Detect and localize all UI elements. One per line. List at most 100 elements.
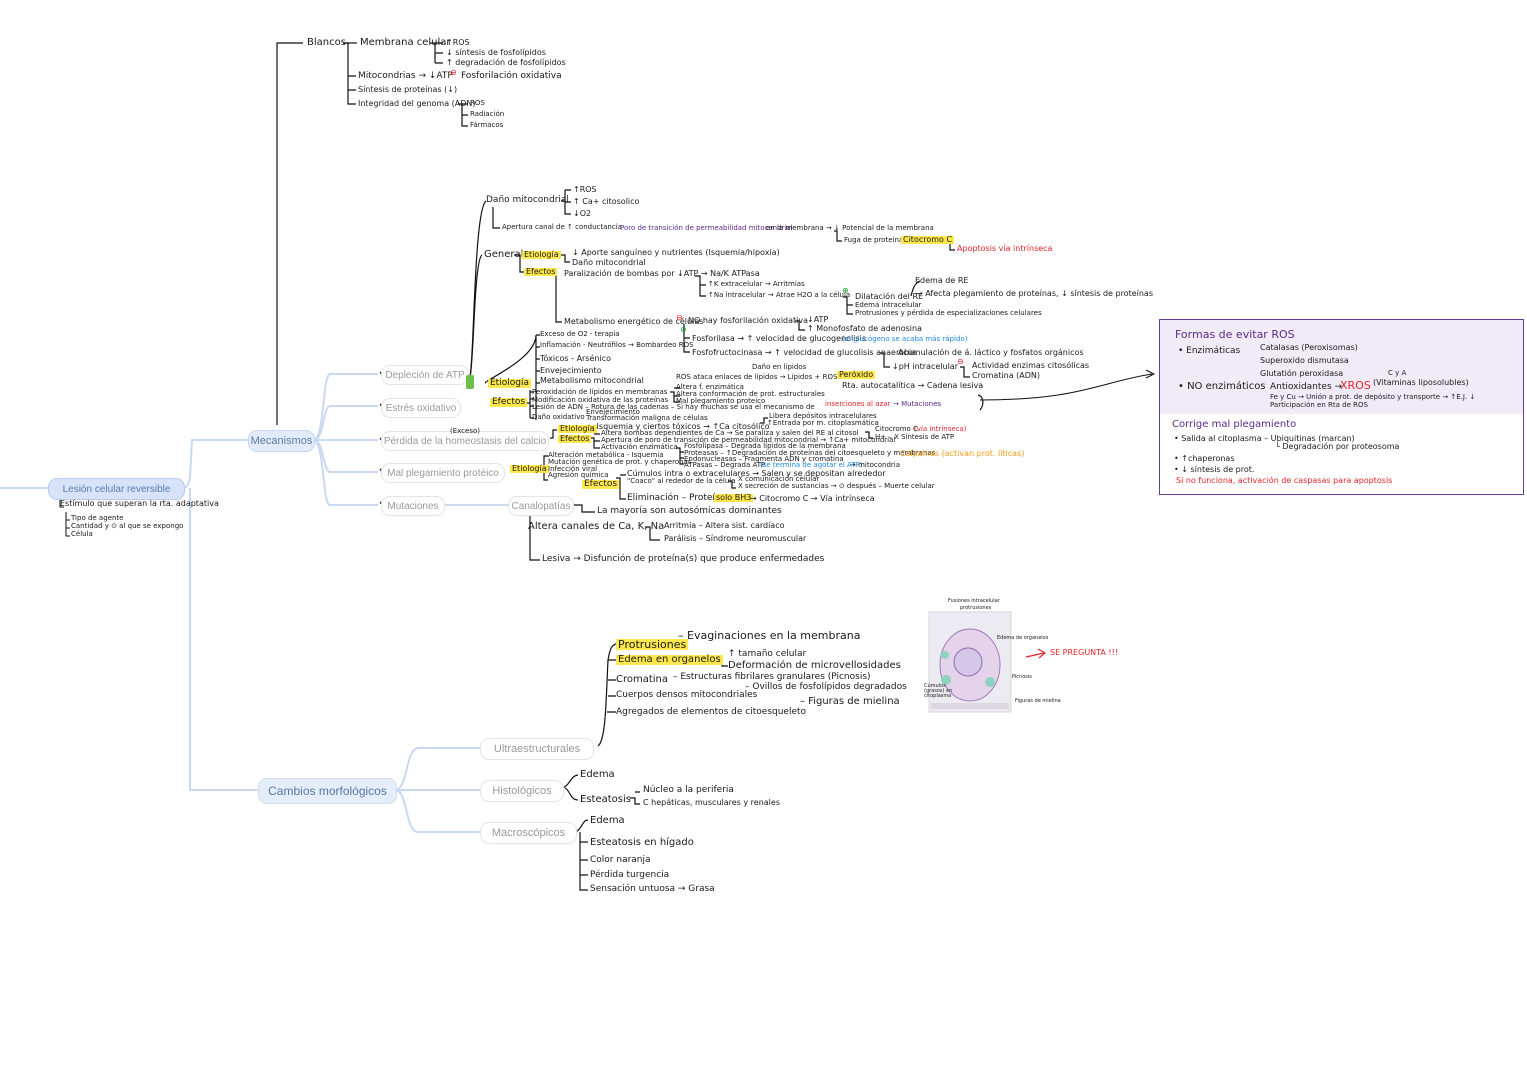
plega-x-2: X secreción de sustancias → ⊙ después – … (738, 482, 935, 490)
plus-icon: ⊕ (680, 325, 687, 334)
plega-box-warn: Si no funciona, activación de caspasas p… (1176, 476, 1393, 485)
plega-etiologia: Etiología (510, 464, 549, 473)
estres-efectos: Efectos (490, 397, 528, 407)
k-line: ↑K extracelular → Arritmias (708, 280, 805, 288)
calcio-h: H+ – X Síntesis de ATP (875, 433, 955, 441)
mecanismo-mutaciones[interactable]: Mutaciones (381, 496, 445, 516)
arritmia-label: Arritmia – Altera sist. cardíaco (664, 521, 785, 530)
cambios-node[interactable]: Cambios morfológicos (258, 778, 397, 804)
altera-3: Mal plegamiento proteico (676, 397, 766, 405)
ros-noenz: • NO enzimáticos (1178, 381, 1266, 392)
ros-cye: C y A (1388, 369, 1407, 377)
atp-tail: → mitocondria (850, 461, 901, 469)
cromatina-label: Cromatina (ADN) (972, 371, 1041, 380)
mecanismos-node[interactable]: Mecanismos (248, 430, 315, 452)
plega-box-title: Corrige mal plegamiento (1172, 419, 1297, 430)
blancos-label: Blancos (307, 37, 346, 48)
citocromo-label: Citocromo C (901, 235, 955, 244)
root-node[interactable]: Lesión celular reversible (48, 478, 185, 500)
mecanismo-depletion[interactable]: Depleción de ATP (381, 365, 469, 385)
calcio-efectos: Efectos (558, 434, 592, 443)
ultra-node[interactable]: Ultraestructurales (480, 738, 594, 760)
minus-icon: ⊖ (676, 313, 683, 322)
mecanismo-calcio[interactable]: Pérdida de la homeostasis del calcio (381, 431, 549, 451)
dilat-2: Edema intracelular (855, 301, 922, 309)
altera-2: Altera conformación de prot. estructural… (676, 390, 825, 398)
root-sub-1: Tipo de agente (71, 514, 124, 522)
macro-3: Color naranja (590, 855, 651, 865)
dano-lipidos: Daño en lípidos (752, 363, 807, 371)
mitocondrias-label: Mitocondrias → ↓ATP (358, 71, 453, 81)
danio-mito-label: Daño mitocondrial (486, 195, 569, 205)
general-etiologia: Etiología (522, 250, 561, 259)
envej-label: Envejecimiento (586, 408, 640, 416)
ros-xros: XROS (1340, 379, 1371, 392)
estres-etio-1: Exceso de O2 - terapia (540, 330, 620, 338)
histo-1: Edema (580, 769, 615, 780)
acumulacion-label: Acumulación de á. láctico y fosfatos org… (898, 348, 1084, 357)
apertura-label: Apertura canal de ↑ conductancia (502, 223, 622, 231)
esteatosis-1: Núcleo a la periferia (643, 785, 734, 795)
estres-etio-4: Envejecimiento (540, 366, 602, 375)
mutaciones-label: → Mutaciones (893, 400, 942, 408)
ultra-5-text: – Figuras de mielina (800, 696, 900, 707)
se-pregunta-label: SE PREGUNTA !!! (1050, 648, 1119, 657)
ultra-3-key: Cromatina (616, 674, 669, 685)
canalopatias-node[interactable]: Canalopatías (508, 496, 574, 516)
atp-1: ↓ATP (807, 315, 829, 324)
mecanismo-estres[interactable]: Estrés oxidativo (381, 398, 461, 418)
glucogeno-label: (el glucógeno se acaba más rápido) (842, 335, 968, 343)
dilat-3: Protrusiones y pérdida de especializacio… (855, 309, 1042, 317)
calcio-citocromo: Citocromo C (875, 425, 918, 433)
fosfofructo-label: Fosfofructocinasa → ↑ velocidad de gluco… (692, 348, 917, 357)
membrana-item-2: ↓ síntesis de fosfolípidos (446, 48, 546, 57)
photo-label-1: Fusiones intracelular (948, 598, 1000, 604)
danio-item-2: ↑ Ca+ citosolico (573, 197, 640, 206)
calcio-ef-3: Activación enzimática (601, 443, 678, 451)
calpainas-label: Calpainas (activan prot. líticas) (900, 449, 1025, 458)
macro-node[interactable]: Macroscópicos (480, 822, 577, 844)
plega-ef-2: "Coaco" al rededor de la célula (627, 477, 736, 485)
estres-ef-2: Modificación oxidativa de las proteínas (532, 396, 669, 404)
general-label: General (484, 249, 524, 260)
photo-label-4: Picnosis (1012, 674, 1032, 680)
ros-title: Formas de evitar ROS (1175, 328, 1295, 341)
plega-x-1: X comunicación celular (738, 475, 820, 483)
integridad-item-3: Fármacos (470, 121, 504, 129)
mecanismo-plegamiento[interactable]: Mal plegamiento protéico (381, 463, 505, 483)
fuga-label: Fuga de proteínas – (844, 236, 913, 244)
ultra-3-text: – Estructuras fibrilares granulares (Pic… (673, 672, 871, 682)
etio-item-2: Daño mitocondrial (572, 258, 646, 267)
na-line: ↑Na intracelular → Atrae H2O a la célula (708, 291, 851, 299)
poro-tail: en la membrana → ↓ Potencial de la membr… (766, 224, 934, 232)
plega-box-3: • ↑chaperonas (1174, 454, 1235, 463)
macro-5: Sensación untuosa → Grasa (590, 884, 715, 894)
macro-2: Esteatosis en hígado (590, 837, 694, 848)
histo-node[interactable]: Histológicos (480, 780, 564, 802)
membrana-item-3: ↑ degradación de fosfolípidos (446, 58, 566, 67)
altera-1: Altera f. enzimática (676, 383, 744, 391)
altera-canales: Altera canales de Ca, K, Na (528, 521, 665, 532)
danio-item-3: ↓O2 (573, 209, 592, 218)
estres-ef-3: Lesión de ADN – Rotura de las cadenas – … (532, 403, 815, 411)
ros-enz: • Enzimáticas (1178, 346, 1241, 356)
inserciones-label: inserciones al azar (825, 400, 891, 408)
estres-etio-3: Tóxicos - Arsénico (540, 354, 612, 363)
membrana-label: Membrana celular (360, 37, 451, 48)
plega-ef-1: Cúmulos intra o extracelulares → Salen y… (627, 469, 886, 478)
bh3-label: solo BH3 (714, 493, 754, 502)
mayoria-label: La mayoría son autosómicas dominantes (597, 506, 782, 516)
estres-ef-1: Peroxidación de lípidos en membranas (532, 388, 668, 396)
ph-label: ↓pH intracelular (892, 362, 958, 371)
ros-enz-3: Glutatión peroxidasa (1260, 369, 1344, 378)
plega-ef-3: Eliminación – Proteína (627, 493, 727, 503)
integridad-label: Integridad del genoma (ADN) (358, 99, 476, 108)
root-note: Estímulo que superan la rta. adaptativa (60, 499, 219, 508)
edema-item-1: ↑ tamaño celular (728, 649, 807, 659)
ultra-1-text: – Evaginaciones en la membrana (678, 629, 861, 642)
metab-label: Metabolismo energético de células (564, 317, 704, 326)
macro-1: Edema (590, 815, 625, 826)
enzima-1: Fosfolipasa – Degrada lípidos de la memb… (684, 442, 846, 450)
photo-label-5: Cúmulos (grasos) en citoplasma (924, 683, 953, 699)
